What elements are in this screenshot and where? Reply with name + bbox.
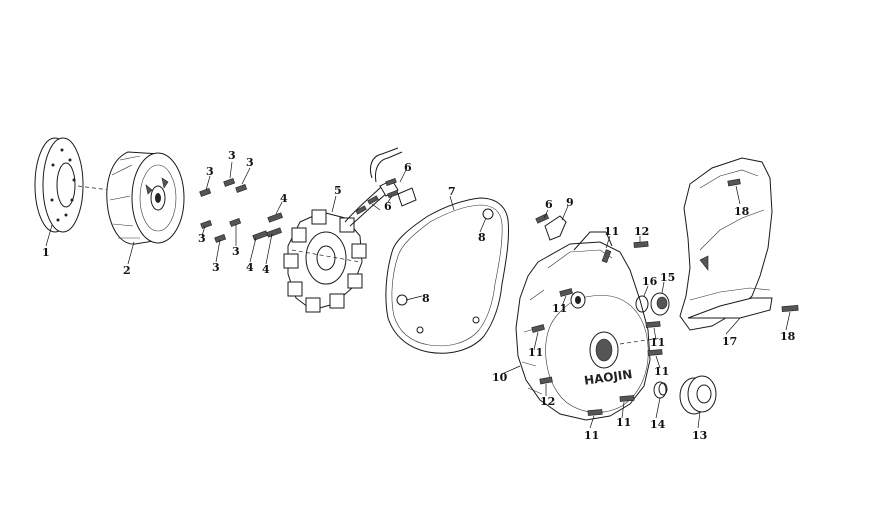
part-14-plug xyxy=(653,381,668,399)
bolts-4 xyxy=(252,212,283,241)
callout-15: 15 xyxy=(660,271,676,284)
part-9-bracket xyxy=(535,213,567,241)
callout-18: 18 xyxy=(734,205,750,218)
callout-3: 3 xyxy=(228,149,236,162)
part-13-cap xyxy=(679,375,717,415)
callout-5: 5 xyxy=(334,184,342,197)
part-15-cap xyxy=(650,292,670,316)
callout-18: 18 xyxy=(780,330,796,343)
part-5-stator xyxy=(283,147,417,313)
leader-lines xyxy=(45,161,791,429)
callout-11: 11 xyxy=(552,302,568,315)
callout-6: 6 xyxy=(384,200,392,213)
callout-4: 4 xyxy=(280,192,288,205)
callout-11: 11 xyxy=(604,225,620,238)
callout-4: 4 xyxy=(262,263,270,276)
callout-4: 4 xyxy=(246,261,254,274)
callout-3: 3 xyxy=(232,245,240,258)
callout-8: 8 xyxy=(478,231,486,244)
callout-3: 3 xyxy=(206,165,214,178)
callout-9: 9 xyxy=(566,196,574,209)
callout-2: 2 xyxy=(123,264,131,277)
callout-1: 1 xyxy=(42,246,50,259)
callout-3: 3 xyxy=(246,156,254,169)
callout-11: 11 xyxy=(654,365,670,378)
callout-3: 3 xyxy=(212,261,220,274)
part-7-gasket xyxy=(385,197,510,354)
callout-14: 14 xyxy=(650,418,666,431)
callout-13: 13 xyxy=(692,429,708,442)
callout-12: 12 xyxy=(634,225,650,238)
part-17-cover xyxy=(679,157,773,331)
part-2-flywheel xyxy=(106,151,185,245)
callout-11: 11 xyxy=(616,416,632,429)
callout-3: 3 xyxy=(198,232,206,245)
bolts-11-12-18 xyxy=(531,241,799,416)
callout-6: 6 xyxy=(545,198,553,211)
part-16-oring xyxy=(635,295,649,313)
callout-11: 11 xyxy=(650,336,666,349)
callout-7: 7 xyxy=(448,185,456,198)
callout-8: 8 xyxy=(422,292,430,305)
part-1-disc xyxy=(34,137,111,233)
callout-17: 17 xyxy=(722,335,738,348)
callout-12: 12 xyxy=(540,395,556,408)
callout-11: 11 xyxy=(528,346,544,359)
bolts-3 xyxy=(199,178,248,243)
callout-16: 16 xyxy=(642,275,658,288)
callout-10: 10 xyxy=(492,371,508,384)
callout-6: 6 xyxy=(404,161,412,174)
brand-text: HAOJIN xyxy=(583,367,633,388)
callout-11: 11 xyxy=(584,429,600,442)
part-10-side-cover: HAOJIN xyxy=(515,231,661,421)
